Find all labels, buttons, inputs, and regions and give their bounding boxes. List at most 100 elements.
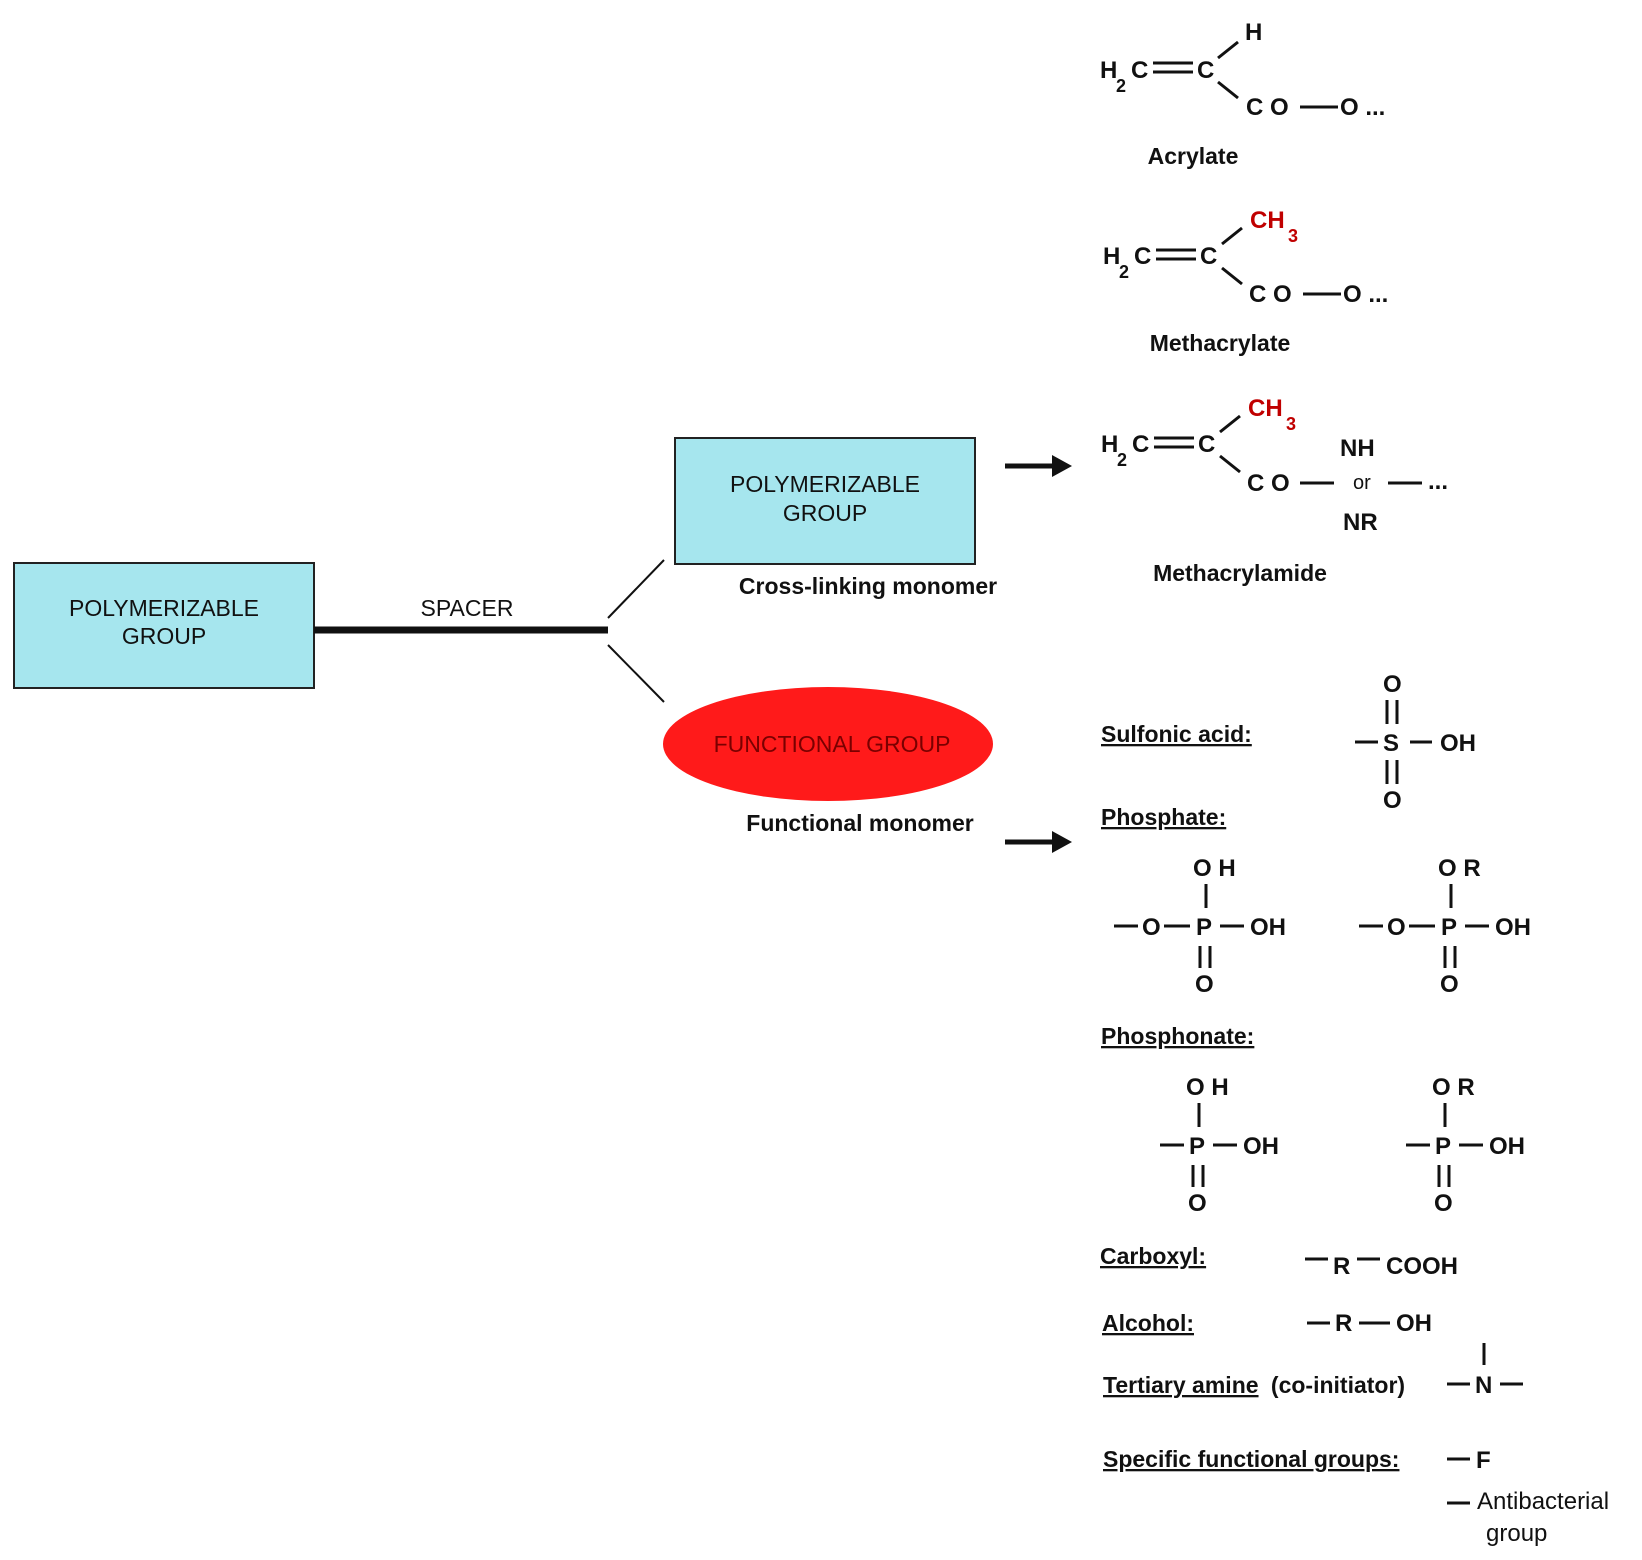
methacrylate-sub3: 3 [1288, 226, 1298, 246]
alcohol-r: R [1335, 1310, 1352, 1337]
phosphonate-right-bottom: O [1434, 1190, 1453, 1217]
alcohol: Alcohol: R OH [1102, 1310, 1432, 1337]
methacrylamide-nr: NR [1343, 509, 1378, 536]
methacrylamide-sub2: 2 [1117, 450, 1127, 470]
functional-group-label: FUNCTIONAL GROUP [714, 731, 951, 757]
methacrylate-name: Methacrylate [1150, 330, 1291, 356]
phosphate-left: O H O P OH O [1114, 855, 1286, 998]
carboxyl-label: Carboxyl: [1100, 1243, 1206, 1269]
methacrylamide-name: Methacrylamide [1153, 560, 1327, 586]
methacrylamide-h: H [1101, 431, 1118, 458]
acrylate-sub2: 2 [1116, 76, 1126, 96]
branch-lower [607, 644, 665, 703]
carboxyl-cooh: COOH [1386, 1253, 1458, 1280]
phosphonate-right-top: O R [1432, 1074, 1475, 1101]
right-box-line1: POLYMERIZABLE [730, 471, 920, 497]
sulfonic-s: S [1383, 730, 1399, 757]
sulfonic-oh: OH [1440, 730, 1476, 757]
phosphonate-left-bottom: O [1188, 1190, 1207, 1217]
methacrylate-ch3: CH [1250, 207, 1285, 234]
functional-caption: Functional monomer [746, 810, 974, 836]
alcohol-oh: OH [1396, 1310, 1432, 1337]
phosphate-label: Phosphate: [1101, 804, 1226, 830]
phosphate-left-oh: OH [1250, 914, 1286, 941]
specific-label: Specific functional groups: [1103, 1446, 1399, 1472]
acrylate-c1: C [1131, 57, 1148, 84]
methacrylate-co: C O [1249, 281, 1292, 308]
methacrylamide-sub3: 3 [1286, 414, 1296, 434]
phosphonate-left-oh: OH [1243, 1133, 1279, 1160]
sulfonic-label: Sulfonic acid: [1101, 721, 1252, 747]
methacrylamide-dots: ... [1428, 468, 1448, 495]
phosphonate-left-top: O H [1186, 1074, 1229, 1101]
carboxyl-r: R [1333, 1253, 1350, 1280]
amine-label: Tertiary amine [1103, 1372, 1259, 1398]
arrow-to-polymerizable [1005, 455, 1072, 477]
phosphate-left-p: P [1196, 914, 1212, 941]
tertiary-amine: Tertiary amine (co-initiator) N [1103, 1343, 1523, 1399]
acrylate-o: O ... [1340, 94, 1385, 121]
phosphate-right: O R O P OH O [1359, 855, 1531, 998]
phosphonate-left: O H P OH O [1160, 1074, 1279, 1217]
phosphate: Phosphate: O H O P OH O O R O P OH [1101, 804, 1531, 998]
crosslink-caption: Cross-linking monomer [739, 573, 997, 599]
sulfonic-acid: Sulfonic acid: O S OH O [1101, 671, 1476, 814]
phosphate-left-bottom: O [1195, 971, 1214, 998]
methacrylamide-ch3: CH [1248, 395, 1283, 422]
acrylate-structure: H 2 C C H C O O ... Acrylate [1100, 19, 1385, 169]
phosphonate-right: O R P OH O [1406, 1074, 1525, 1217]
methacrylate-c1: C [1134, 243, 1151, 270]
methacrylate-structure: H 2 C C CH 3 C O O ... Methacrylate [1103, 207, 1388, 356]
acrylate-co: C O [1246, 94, 1289, 121]
methacrylate-h: H [1103, 243, 1120, 270]
methacrylate-c2: C [1200, 243, 1217, 270]
specific-group: group [1486, 1520, 1547, 1547]
left-box [13, 562, 315, 689]
methacrylamide-or: or [1353, 472, 1371, 494]
specific-functional-groups: Specific functional groups: F Antibacter… [1103, 1446, 1609, 1547]
acrylate-h-top: H [1245, 19, 1262, 46]
phosphonate-right-oh: OH [1489, 1133, 1525, 1160]
right-polymerizable-group: POLYMERIZABLE GROUP [674, 437, 976, 565]
phosphonate: Phosphonate: O H P OH O O R P OH O [1101, 1023, 1525, 1217]
phosphonate-left-p: P [1189, 1133, 1205, 1160]
sulfonic-o-top: O [1383, 671, 1402, 698]
phosphate-right-o: O [1387, 914, 1406, 941]
left-polymerizable-group: POLYMERIZABLE GROUP [13, 562, 315, 689]
phosphonate-label: Phosphonate: [1101, 1023, 1254, 1049]
right-box [674, 437, 976, 565]
phosphate-right-bottom: O [1440, 971, 1459, 998]
sulfonic-o-bottom: O [1383, 787, 1402, 814]
amine-n: N [1475, 1372, 1492, 1399]
phosphate-right-oh: OH [1495, 914, 1531, 941]
phosphate-right-top: O R [1438, 855, 1481, 882]
methacrylate-sub2: 2 [1119, 262, 1129, 282]
left-box-line1: POLYMERIZABLE [69, 595, 259, 621]
methacrylamide-co: C O [1247, 470, 1290, 497]
methacrylamide-structure: H 2 C C CH 3 C O NH or NR ... Methacryla… [1101, 395, 1448, 586]
amine-label-group: Tertiary amine (co-initiator) [1103, 1372, 1405, 1398]
branch-upper [607, 559, 665, 619]
functional-group-ellipse [663, 687, 993, 801]
carboxyl: Carboxyl: R COOH [1100, 1243, 1458, 1280]
methacrylamide-c1: C [1132, 431, 1149, 458]
phosphonate-right-p: P [1435, 1133, 1451, 1160]
methacrylate-o: O ... [1343, 281, 1388, 308]
phosphate-left-top: O H [1193, 855, 1236, 882]
specific-antibacterial: Antibacterial [1477, 1488, 1609, 1515]
left-box-line2: GROUP [122, 623, 206, 649]
acrylate-c2: C [1197, 57, 1214, 84]
alcohol-label: Alcohol: [1102, 1310, 1194, 1336]
arrow-to-functional [1005, 831, 1072, 853]
methacrylamide-c2: C [1198, 431, 1215, 458]
acrylate-h: H [1100, 57, 1117, 84]
spacer-label: SPACER [421, 595, 514, 621]
right-box-line2: GROUP [783, 500, 867, 526]
acrylate-name: Acrylate [1148, 143, 1239, 169]
methacrylamide-nh: NH [1340, 435, 1375, 462]
phosphate-right-p: P [1441, 914, 1457, 941]
amine-note: (co-initiator) [1271, 1372, 1405, 1398]
specific-f: F [1476, 1447, 1491, 1474]
phosphate-left-o: O [1142, 914, 1161, 941]
